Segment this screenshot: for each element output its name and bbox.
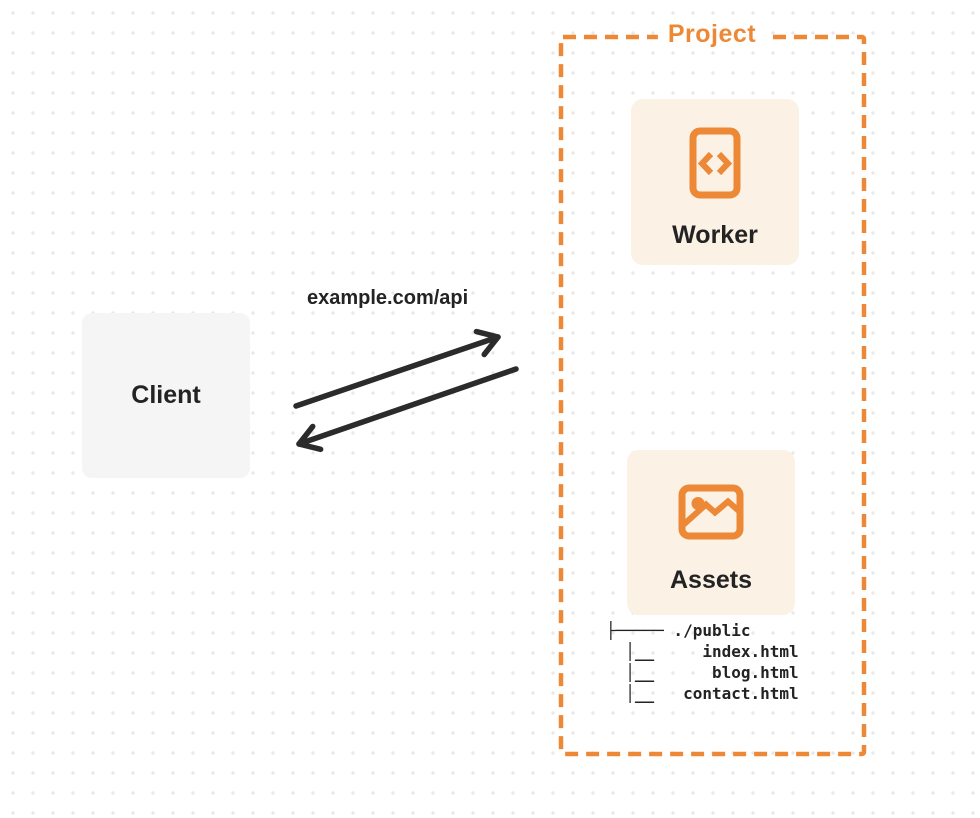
assets-label: Assets [670,566,752,594]
client-label: Client [131,381,201,409]
code-file-icon [689,127,741,199]
project-label: Project [657,20,767,48]
request-url-label: example.com/api [307,287,469,309]
client-node: Client [82,313,250,478]
assets-file-tree: ├───── ./public │__ index.html │__ blog.… [606,620,799,704]
file-tree-line: │__ blog.html [606,663,799,682]
response-arrow [296,366,519,453]
request-arrow [293,328,501,409]
assets-node: Assets [627,450,795,615]
worker-node: Worker [631,99,799,265]
image-icon [678,484,744,540]
file-tree-line: ├───── ./public [606,621,751,640]
file-tree-line: │__ contact.html [606,684,799,703]
file-tree-line: │__ index.html [606,642,799,661]
worker-label: Worker [672,221,758,249]
